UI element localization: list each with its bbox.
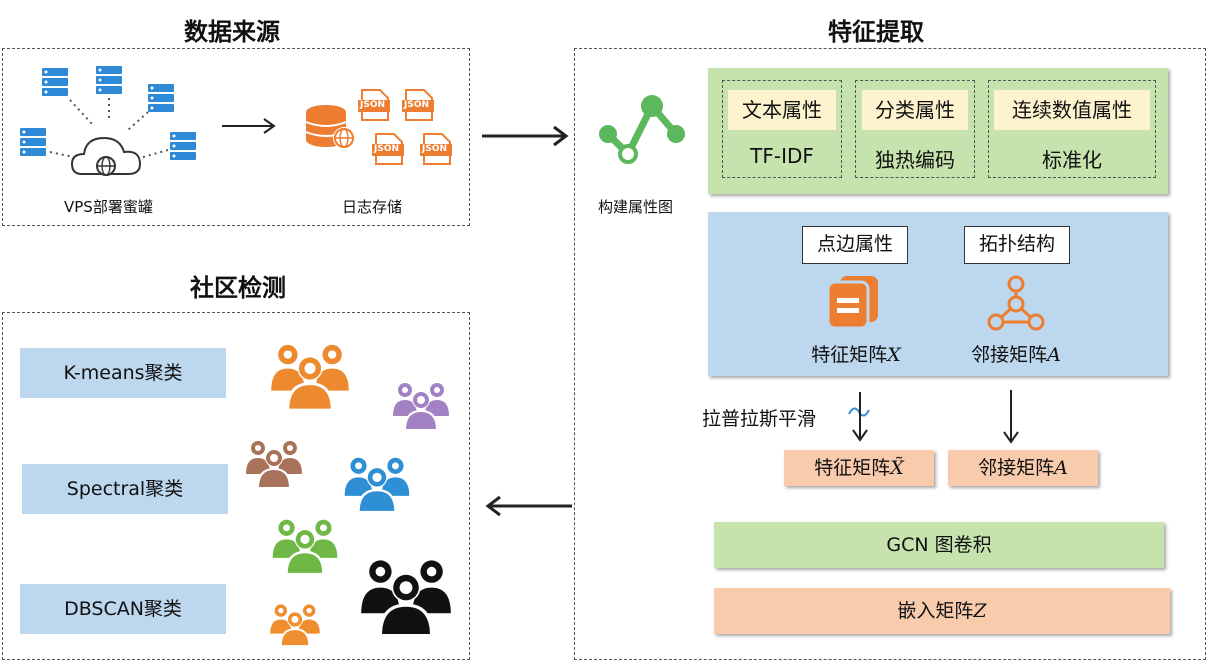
brown-group-icon xyxy=(245,440,303,489)
json-file-icon: JSON xyxy=(420,132,454,170)
server-icon xyxy=(148,84,174,112)
standardize-label: 标准化 xyxy=(1042,148,1102,172)
feature-extraction-title: 特征提取 xyxy=(828,18,924,46)
build-graph-label: 构建属性图 xyxy=(598,198,674,216)
community-detection-title: 社区检测 xyxy=(190,274,286,302)
purple-group-icon xyxy=(392,382,450,431)
attribute-panel xyxy=(708,68,1168,194)
matrix-panel xyxy=(708,212,1168,376)
graph-icon xyxy=(599,95,685,164)
stacked-layers-icon xyxy=(826,276,878,330)
server-icon xyxy=(96,66,122,94)
black-group-icon xyxy=(359,558,453,638)
data-source-title: 数据来源 xyxy=(184,18,280,46)
arrow-down-icon xyxy=(852,392,868,442)
tfidf-label: TF-IDF xyxy=(750,144,814,168)
json-file-icon: JSON xyxy=(358,88,392,126)
embedding-matrix-box: 嵌入矩阵Z xyxy=(714,588,1170,634)
arrow-down-icon xyxy=(1003,390,1019,444)
topology-box: 拓扑结构 xyxy=(964,226,1070,264)
json-file-icon: JSON xyxy=(402,88,436,126)
adjacency-matrix-label: 邻接矩阵A xyxy=(971,344,1061,366)
onehot-label: 独热编码 xyxy=(875,148,955,172)
feature-extraction-panel xyxy=(574,48,1206,660)
topology-icon xyxy=(987,275,1045,331)
honeypot-network-graphic xyxy=(20,66,196,176)
vps-honeypot-label: VPS部署蜜罐 xyxy=(64,198,153,216)
community-detection-panel xyxy=(2,312,470,660)
node-edge-attr-box: 点边属性 xyxy=(802,226,908,264)
log-storage-label: 日志存储 xyxy=(342,198,403,216)
laplacian-smoothing-label: 拉普拉斯平滑 xyxy=(702,408,817,430)
data-source-panel xyxy=(2,48,470,226)
database-icon xyxy=(305,105,355,149)
text-attr-label: 文本属性 xyxy=(728,90,836,130)
gcn-box: GCN 图卷积 xyxy=(714,522,1164,568)
category-attr-label: 分类属性 xyxy=(862,90,968,130)
text-attr-group xyxy=(722,80,842,178)
feature-matrix-label: 特征矩阵X xyxy=(811,344,901,366)
json-file-icon: JSON xyxy=(372,132,406,170)
server-icon xyxy=(170,132,196,160)
kmeans-box: K-means聚类 xyxy=(20,348,226,398)
category-attr-group xyxy=(855,80,975,178)
arrow-right-icon xyxy=(482,125,569,147)
arrow-right-icon xyxy=(222,118,276,134)
small-orange-group-icon xyxy=(269,603,321,647)
numeric-attr-group xyxy=(988,80,1156,178)
server-icon xyxy=(42,68,68,96)
green-group-icon xyxy=(271,518,339,576)
orange-group-icon xyxy=(269,343,351,412)
spectral-box: Spectral聚类 xyxy=(22,464,228,514)
adjacency-matrix-box: 邻接矩阵A xyxy=(948,450,1098,486)
blue-group-icon xyxy=(343,456,411,514)
arrow-left-icon xyxy=(485,495,572,517)
server-icon xyxy=(20,128,46,156)
numeric-attr-label: 连续数值属性 xyxy=(994,90,1150,130)
smoothed-feature-matrix-box: 特征矩阵X̃ xyxy=(784,450,934,486)
dbscan-box: DBSCAN聚类 xyxy=(20,584,226,634)
